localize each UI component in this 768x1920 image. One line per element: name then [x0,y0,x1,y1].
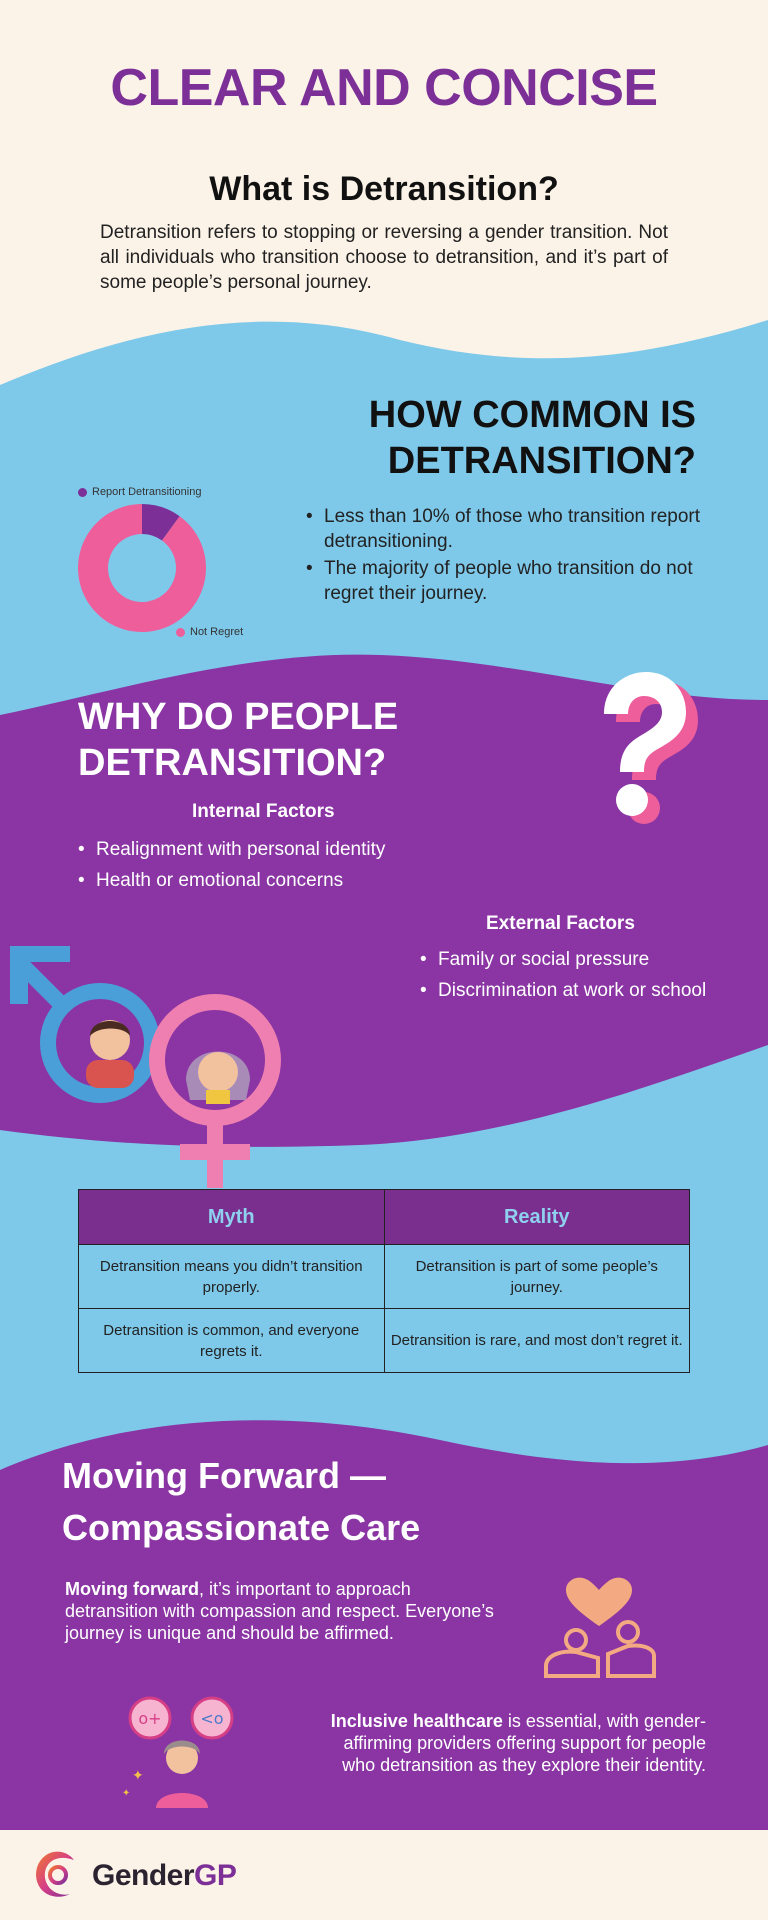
inclusive-healthcare-text: is essential, with gender-affirming prov… [342,1711,706,1775]
heart-hands-icon [544,1577,656,1678]
girl-avatar-icon [186,1051,250,1104]
section-title-how-common: HOW COMMON IS DETRANSITION? [369,392,696,484]
table-cell: Detransition is rare, and most don’t reg… [383,1308,690,1373]
external-factors-title: External Factors [486,913,635,934]
table-cell: Detransition means you didn’t transition… [78,1244,385,1309]
legend-label-report: Report Detransitioning [92,486,202,498]
table-row: Detransition means you didn’t transition… [78,1244,690,1309]
question-mark-icon [604,672,698,824]
brand-name-part2: GP [194,1859,237,1892]
table-row: Detransition is common, and everyone reg… [78,1308,690,1373]
inclusive-healthcare-bold: Inclusive healthcare [330,1711,503,1731]
moving-forward-text: , it’s important to approach detransitio… [65,1579,494,1643]
boy-avatar-icon [86,1020,134,1088]
section-title-moving-forward: Moving Forward — Compassionate Care [62,1450,420,1554]
brand-name-part1: Gender [92,1859,195,1892]
legend-swatch-not-regret [176,627,185,637]
donut-slice-report-detransitioning [142,504,180,541]
legend-swatch-report [78,487,87,497]
brand-name[interactable]: GenderGP [92,1859,237,1893]
list-item: Less than 10% of those who transition re… [306,504,726,554]
list-item: The majority of people who transition do… [306,556,726,606]
table-header-reality: Reality [383,1189,690,1245]
why-line1: WHY DO PEOPLE [78,696,399,738]
common-bullets: Less than 10% of those who transition re… [306,504,726,606]
gender-symbols-illustration [10,946,281,1188]
table-header-myth: Myth [78,1189,385,1245]
list-item: Family or social pressure [420,944,720,975]
female-symbol-icon [149,994,281,1188]
how-common-line1: HOW COMMON IS [368,394,696,436]
how-common-line2: DETRANSITION? [387,440,696,482]
gender-symbols-person-icon: o+ <o ✦ ✦ [122,1696,234,1808]
svg-text:✦: ✦ [122,1788,130,1799]
svg-text:o+: o+ [138,1709,161,1728]
inclusive-healthcare-paragraph: Inclusive healthcare is essential, with … [306,1710,706,1776]
moving-forward-bold: Moving forward [65,1579,199,1599]
internal-factors-list: Realignment with personal identity Healt… [78,834,478,896]
list-item: Realignment with personal identity [78,834,478,865]
page-title: CLEAR AND CONCISE [110,59,658,117]
moving-forward-paragraph: Moving forward, it’s important to approa… [65,1578,495,1644]
why-line2: DETRANSITION? [78,742,387,784]
moving-line2: Compassionate Care [62,1507,421,1548]
legend-label-not-regret: Not Regret [190,626,244,638]
myth-reality-table: Myth Reality Detransition means you didn… [78,1189,690,1373]
list-item: Health or emotional concerns [78,865,478,896]
table-cell: Detransition is common, and everyone reg… [78,1308,385,1373]
section-title-why: WHY DO PEOPLE DETRANSITION? [78,694,398,786]
donut-slice-not-regret [77,504,206,632]
svg-text:<o: <o [200,1709,223,1728]
legend-item-not-regret: Not Regret [176,626,243,638]
table-cell: Detransition is part of some people’s jo… [383,1244,690,1309]
svg-text:✦: ✦ [132,1768,144,1784]
intro-paragraph: Detransition refers to stopping or rever… [100,222,668,293]
gendergp-logo-icon[interactable] [28,1846,84,1902]
moving-line1: Moving Forward — [62,1455,386,1496]
external-factors-list: Family or social pressure Discrimination… [420,944,720,1006]
donut-chart [77,504,206,632]
section-title-what-is: What is Detransition? [209,170,559,208]
footer [0,1830,768,1920]
list-item: Discrimination at work or school [420,975,720,1006]
legend-item-report: Report Detransitioning [78,486,201,498]
internal-factors-title: Internal Factors [192,801,335,822]
